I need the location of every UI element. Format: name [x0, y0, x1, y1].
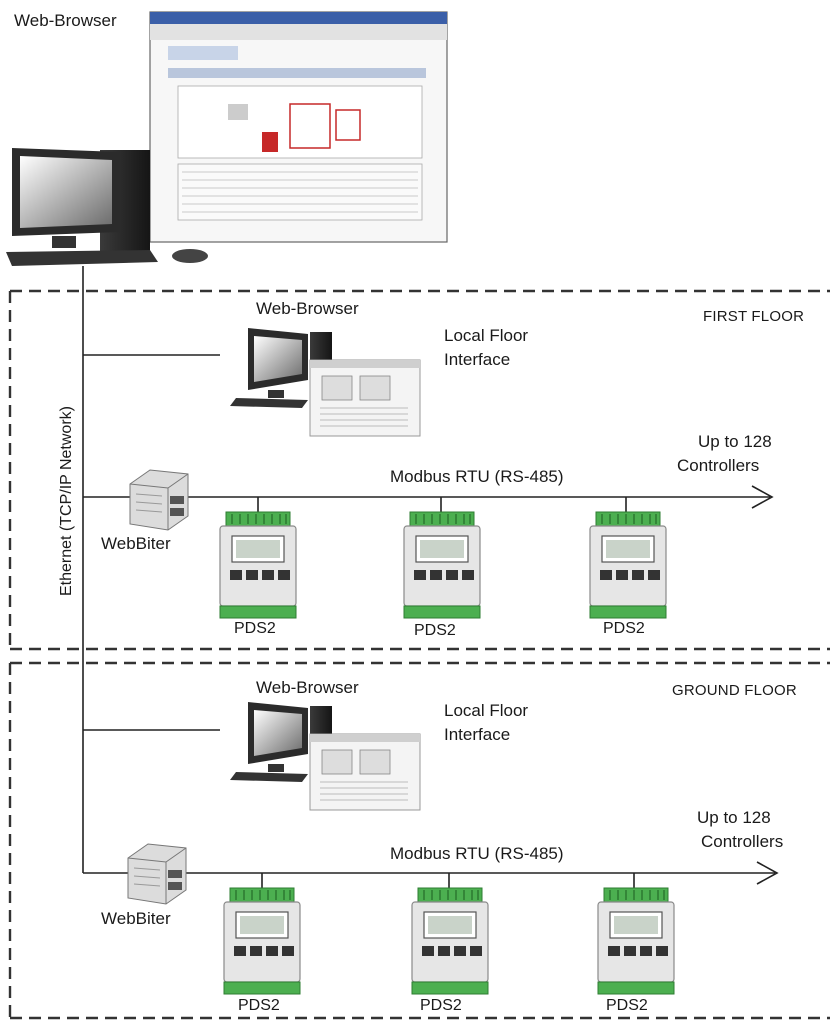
ground-floor-pds2-label-1: PDS2: [238, 997, 280, 1014]
first-floor-local-pc: [229, 327, 421, 437]
ground-floor-pds2-device-1: [223, 887, 301, 995]
ground-floor-lines: [83, 729, 779, 896]
first-floor-pds2-label-1: PDS2: [234, 620, 276, 637]
first-floor-browser-label: Web-Browser: [256, 299, 359, 318]
top-desktop-pc: [6, 148, 208, 266]
first-floor-pds2-label-3: PDS2: [603, 620, 645, 637]
first-floor-capacity-line2: Controllers: [677, 456, 760, 475]
ground-floor-pds2-device-3: [597, 887, 675, 995]
ground-floor-local-pc: [229, 701, 421, 811]
first-floor-bus-label: Modbus RTU (RS-485): [390, 467, 564, 486]
ground-floor-title: GROUND FLOOR: [672, 682, 797, 699]
ground-floor-pds2-device-2: [411, 887, 489, 995]
ground-floor-browser-label: Web-Browser: [256, 678, 359, 697]
top-browser-label: Web-Browser: [14, 11, 117, 30]
ground-floor-webbiter-label: WebBiter: [101, 909, 171, 928]
ground-floor-capacity-line2: Controllers: [701, 832, 784, 851]
first-floor-title: FIRST FLOOR: [703, 308, 805, 325]
first-floor-pds2-device-2: [403, 511, 481, 619]
ground-floor-interface-line1: Local Floor: [444, 701, 529, 720]
ground-floor-pds2-label-2: PDS2: [420, 997, 462, 1014]
first-floor-box: [8, 289, 830, 651]
first-floor-capacity-line1: Up to 128: [698, 432, 772, 451]
first-floor-interface-line2: Interface: [444, 350, 511, 369]
top-browser-screenshot: [149, 11, 448, 243]
first-floor-webbiter-label: WebBiter: [101, 534, 171, 553]
first-floor-pds2-device-1: [219, 511, 297, 619]
first-floor-webbiter: [129, 469, 189, 531]
ground-floor-interface-line2: Interface: [444, 725, 511, 744]
first-floor-interface-line1: Local Floor: [444, 326, 529, 345]
ethernet-network-label: Ethernet (TCP/IP Network): [58, 406, 75, 596]
first-floor-pds2-label-2: PDS2: [414, 622, 456, 639]
ground-floor-bus-label: Modbus RTU (RS-485): [390, 844, 564, 863]
ground-floor-webbiter: [127, 843, 187, 905]
ground-floor-pds2-label-3: PDS2: [606, 997, 648, 1014]
ground-floor-capacity-line1: Up to 128: [697, 808, 771, 827]
ground-floor-box: [8, 661, 830, 1020]
first-floor-pds2-device-3: [589, 511, 667, 619]
